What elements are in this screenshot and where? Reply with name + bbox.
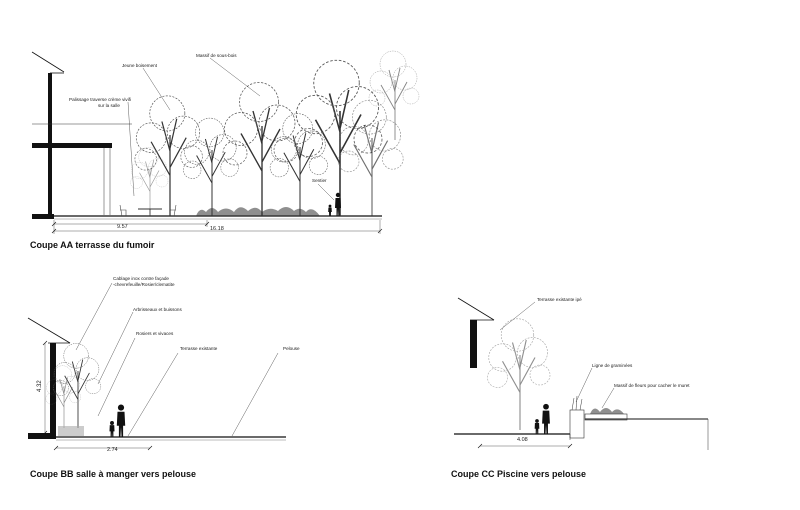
- label-massif-fleurs: Massif de fleurs pour cacher le muret: [614, 383, 690, 388]
- section-cc-drawing: [454, 297, 709, 450]
- section-bb-title: Coupe BB salle à manger vers pelouse: [30, 469, 197, 479]
- section-aa-title: Coupe AA terrasse du fumoir: [30, 240, 155, 250]
- section-bb-drawing: [27, 282, 286, 451]
- label-jeune-boisement: Jeune boisement: [122, 63, 157, 68]
- label-pelouse: Pelouse: [283, 346, 300, 351]
- label-palissage-line1: Palissage traverse crème vivifi: [69, 97, 132, 102]
- label-rosiers: Rosiers et vivaces: [136, 331, 174, 336]
- dimension-bb-width: 2.74: [107, 447, 118, 453]
- label-massif-sous-bois: Massif de sous-bois: [196, 53, 237, 58]
- dimension-bb-height: 4.32: [37, 380, 43, 392]
- label-terrasse-ipe: Terrasse existante ipé: [537, 297, 582, 302]
- label-cablage-line1: Cablage inox contre façade: [113, 276, 169, 281]
- label-cablage-line2: -chevrefeuille/Rosier/clematite: [113, 282, 175, 287]
- dimension-aa-1: 9.57: [117, 224, 128, 230]
- dimension-cc-width: 4.08: [517, 437, 528, 443]
- label-palissage-line2: sur la salle: [98, 103, 120, 108]
- dimension-aa-2: 16.18: [210, 226, 224, 232]
- section-cc-title: Coupe CC Piscine vers pelouse: [451, 469, 587, 479]
- label-arbrisseaux: Arbrisseaux et buissons: [133, 307, 182, 312]
- label-sentier: Sentier: [312, 178, 327, 183]
- label-terrasse-existante: Terrasse existante: [180, 346, 218, 351]
- section-aa-drawing: [31, 50, 420, 234]
- label-graminees: Ligne de graminées: [592, 363, 633, 368]
